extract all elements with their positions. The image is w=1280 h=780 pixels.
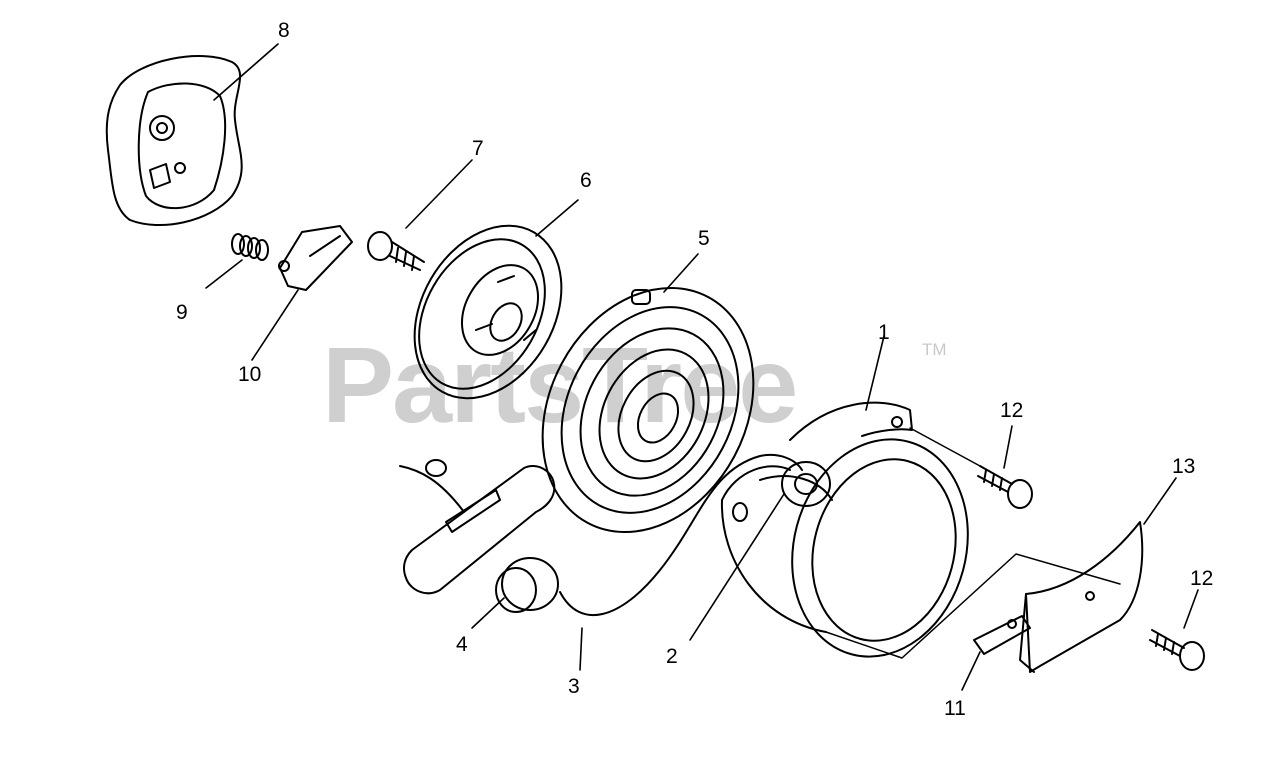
assembly-lines [825,427,1121,659]
part-5-spiral-spring [541,286,755,534]
callout-4: 4 [456,633,468,656]
callout-5: 5 [698,227,710,250]
callout-8: 8 [278,19,290,42]
part-6-pulley [413,224,563,400]
part-1-housing [720,401,969,658]
callout-13: 13 [1172,455,1196,478]
part-8-cover [105,55,243,227]
part-4-handle [399,459,559,613]
leader-lines [205,43,1199,691]
part-12-screw-upper [977,465,1033,509]
callout-2: 2 [666,645,678,668]
callout-9: 9 [176,301,188,324]
part-11-clip [973,615,1031,655]
callout-7: 7 [472,137,484,160]
part-12-screw-lower [1149,629,1205,671]
watermark-trademark: TM [922,340,947,359]
part-9-spring [231,233,269,261]
callout-3: 3 [568,675,580,698]
callout-10: 10 [238,363,262,386]
callout-12-lower: 12 [1190,567,1214,590]
callout-12-upper: 12 [1000,399,1024,422]
part-10-pawl [278,225,353,291]
part-13-guide-plate [1019,521,1144,673]
callout-11: 11 [944,697,966,720]
callout-6: 6 [580,169,592,192]
part-3-rope [559,454,803,616]
callout-1: 1 [878,321,890,344]
part-7-screw [367,231,425,271]
